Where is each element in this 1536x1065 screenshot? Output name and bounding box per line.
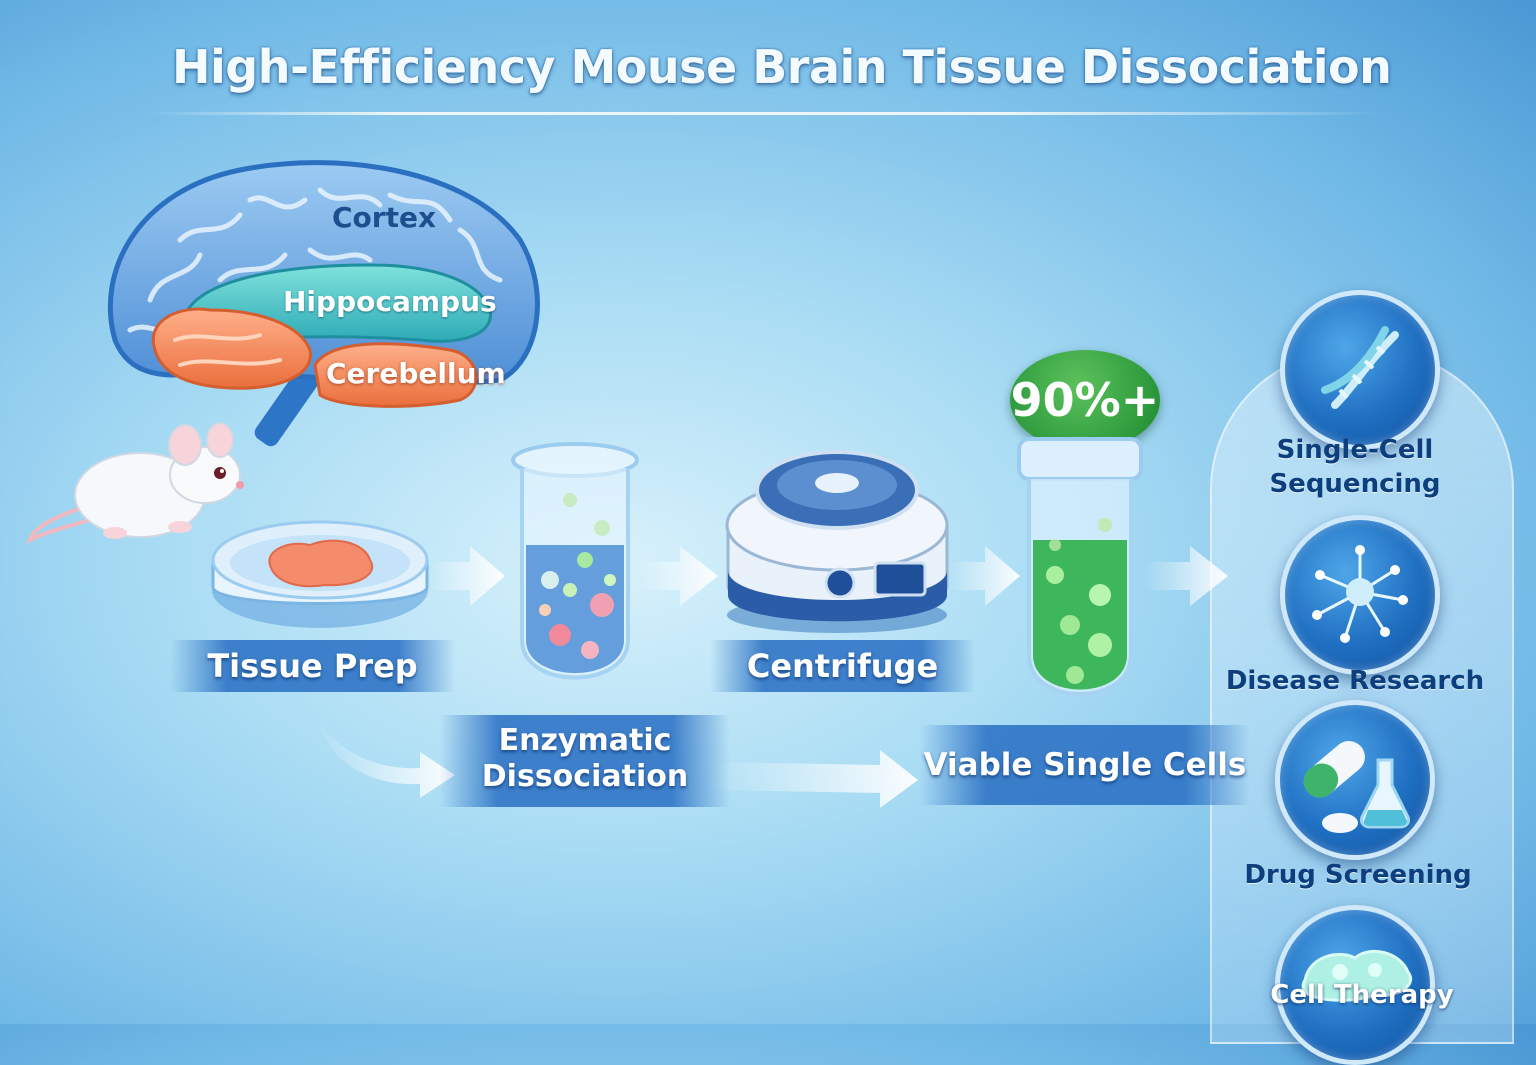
enzymatic-label-line2: Dissociation [481, 759, 689, 794]
drug-label: Drug Screening [1244, 860, 1472, 890]
arrow-enzyme-to-viable [710, 750, 918, 808]
enzymatic-banner: Enzymatic Dissociation [440, 715, 730, 807]
disease-circle [1280, 515, 1440, 675]
arrow-tube-to-applications [1145, 546, 1228, 606]
efficiency-badge: 90%+ [1010, 350, 1160, 450]
brainstem [254, 363, 322, 447]
cortex-label: Cortex [332, 201, 437, 234]
cerebellum-label: Cerebellum [326, 357, 506, 390]
arrow-prep-to-enzyme [430, 546, 505, 606]
centrifuge-icon [725, 450, 949, 633]
cerebellum-lower [313, 342, 478, 408]
viable-cells-banner: Viable Single Cells [920, 725, 1250, 805]
dna-icon [1321, 326, 1399, 409]
cell-bubbles [539, 493, 616, 659]
centrifuge-display [873, 561, 927, 597]
cerebellum-region [151, 307, 312, 390]
petri-dish-icon [211, 520, 429, 628]
page-title: High-Efficiency Mouse Brain Tissue Disso… [172, 40, 1392, 94]
arrow-curve-prep [315, 715, 455, 798]
tissue-sample [268, 539, 374, 588]
sequencing-label-line2: Sequencing [1269, 469, 1441, 499]
enzymatic-label-line1: Enzymatic [498, 723, 672, 758]
mouse-icon [26, 422, 244, 544]
tissue-prep-banner: Tissue Prep [170, 640, 455, 692]
centrifuge-label: Centrifuge [746, 647, 939, 685]
cell-cluster-icon [1301, 949, 1412, 1002]
flow-arrows [315, 546, 1228, 808]
centrifuge-banner: Centrifuge [710, 640, 975, 692]
centrifuge-knob [824, 567, 856, 599]
sequencing-label-line1: Single-Cell [1276, 435, 1434, 465]
title-divider [150, 112, 1380, 115]
enzyme-tube-icon [511, 442, 639, 680]
arrow-centrifuge-to-tube [950, 546, 1020, 606]
therapy-label: Cell Therapy [1270, 980, 1454, 1010]
sequencing-circle [1280, 290, 1440, 450]
pill-flask-icon [1303, 741, 1410, 833]
cerebellum-folds [173, 333, 282, 367]
drug-circle [1275, 700, 1435, 860]
green-cell-bubbles [1046, 518, 1112, 684]
tissue-prep-label: Tissue Prep [207, 647, 418, 685]
arrow-enzyme-to-centrifuge [640, 546, 718, 606]
hippocampus-label: Hippocampus [283, 285, 497, 318]
viable-cells-label: Viable Single Cells [923, 747, 1247, 783]
viable-cells-tube-icon [1017, 437, 1143, 696]
disease-label: Disease Research [1225, 666, 1485, 696]
neuron-icon [1312, 545, 1408, 643]
brain-illustration [107, 160, 540, 447]
